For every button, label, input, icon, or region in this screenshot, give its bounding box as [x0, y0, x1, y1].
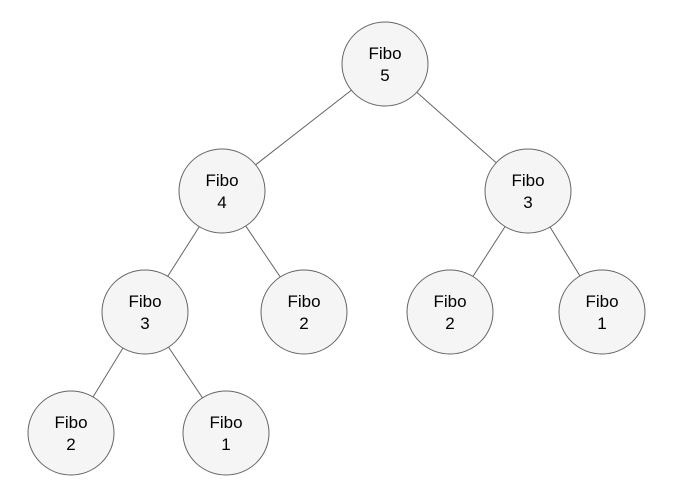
node-circle[interactable]	[484, 148, 572, 234]
node-circle[interactable]	[101, 269, 189, 355]
node-circle[interactable]	[178, 148, 266, 234]
node-circle[interactable]	[558, 269, 646, 355]
node-circle[interactable]	[182, 390, 270, 476]
node-circle[interactable]	[341, 21, 429, 107]
node-circle[interactable]	[260, 269, 348, 355]
node-circle[interactable]	[27, 390, 115, 476]
node-circle[interactable]	[406, 269, 494, 355]
